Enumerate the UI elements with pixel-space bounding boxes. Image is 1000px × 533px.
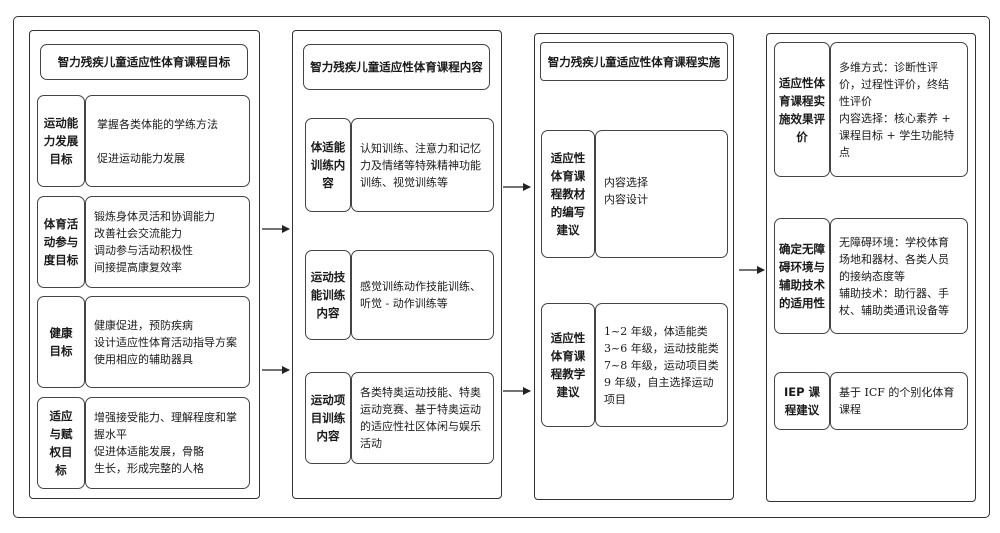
goal-desc-2: 锻炼身体灵活和协调能力 改善社会交流能力 调动参与活动积极性 间接提高康复效率 [85,196,250,288]
goal-2-line: 调动参与活动积极性 [94,244,193,257]
impl-2-line: 9 年级，自主选择运动项目 [604,375,714,406]
impl-2-line: 3~6 年级，运动技能类 [604,341,719,355]
goal-3-line: 设计适应性体育活动指导方案 [94,335,237,349]
outer-frame [13,16,990,518]
content-2-text: 感觉训练动作技能训练、听觉 - 动作训练等 [360,280,481,310]
content-desc-3: 各类特奥运动技能、特奥运动竞赛、基于特奥运动的适应性社区体闲与娱乐活动 [351,372,494,464]
impl-desc-2: 1~2 年级，体适能类 3~6 年级，运动技能类 7~8 年级，运动项目类 9 … [595,303,728,427]
goal-4-line: 增强接受能力、理解程度和掌握水平 [94,411,237,441]
goal-2-line: 改善社会交流能力 [94,227,182,240]
impl-1-line: 内容设计 [604,193,648,206]
goals-title: 智力残疾儿童适应性体育课程目标 [40,44,248,80]
goal-2-line: 锻炼身体灵活和协调能力 [94,210,215,223]
content-desc-2: 感觉训练动作技能训练、听觉 - 动作训练等 [351,250,494,340]
content-label-3: 运动项目训练内容 [305,372,351,464]
eval-label-2: 确定无障碍环境与辅助技术的适用性 [774,218,830,334]
goal-desc-4: 增强接受能力、理解程度和掌握水平 促进体适能发展，骨骼生长，形成完整的人格 [85,397,250,489]
impl-2-line: 1~2 年级，体适能类 [604,324,708,338]
eval-desc-3: 基于 ICF 的个别化体育课程 [830,372,968,430]
goal-1-line: 掌握各类体能的学练方法 [97,117,218,131]
implementation-title: 智力残疾儿童适应性体育课程实施 [540,42,728,81]
content-title: 智力残疾儿童适应性体育课程内容 [303,44,490,90]
eval-3-line: 基于 ICF 的个别化体育课程 [839,386,955,416]
impl-label-2: 适应性体育课程教学建议 [541,303,595,427]
eval-2-line: 辅助技术：助行器、手杖、辅助类通讯设备等 [839,286,949,317]
goal-label-3: 健康目标 [37,296,85,388]
goal-desc-3: 健康促进，预防疾病 设计适应性体育活动指导方案 使用相应的辅助器具 [85,296,250,388]
goal-label-1: 运动能力发展目标 [37,95,85,187]
impl-desc-1: 内容选择 内容设计 [595,130,728,258]
goal-1-line: 促进运动能力发展 [97,151,185,165]
content-label-2: 运动技能训练内容 [305,250,351,340]
eval-desc-2: 无障碍环境：学校体育场地和器材、各类人员的接纳态度等 辅助技术：助行器、手杖、辅… [830,218,968,334]
goal-4-line: 促进体适能发展，骨骼生长，形成完整的人格 [94,445,204,475]
eval-label-3: IEP 课程建议 [774,372,830,430]
goal-desc-1: 掌握各类体能的学练方法 促进运动能力发展 [85,95,250,187]
goal-label-2: 体育活动参与度目标 [37,196,85,288]
content-label-1: 体适能训练内容 [305,118,351,212]
eval-1-line: 内容选择：核心素养 + 课程目标 + 学生功能特点 [839,111,955,159]
goal-2-line: 间接提高康复效率 [94,261,182,274]
eval-desc-1: 多维方式：诊断性评价，过程性评价，终结性评价 内容选择：核心素养 + 课程目标 … [830,42,968,177]
impl-1-line: 内容选择 [604,176,648,189]
impl-label-1: 适应性体育课程教材的编写建议 [541,130,595,258]
eval-2-line: 无障碍环境：学校体育场地和器材、各类人员的接纳态度等 [839,235,949,283]
impl-2-line: 7~8 年级，运动项目类 [604,358,719,372]
goal-3-line: 健康促进，预防疾病 [94,318,193,332]
content-3-text: 各类特奥运动技能、特奥运动竞赛、基于特奥运动的适应性社区体闲与娱乐活动 [360,386,481,450]
content-1-text: 认知训练、注意力和记忆力及情绪等特殊精神功能训练、视觉训练等 [360,141,481,189]
goal-3-line: 使用相应的辅助器具 [94,352,193,366]
implementation-panel [534,33,734,500]
goal-label-4: 适应与赋权目标 [37,397,85,489]
eval-1-line: 多维方式：诊断性评价，过程性评价，终结性评价 [839,60,949,108]
eval-label-1: 适应性体育课程实施效果评价 [774,42,830,177]
content-desc-1: 认知训练、注意力和记忆力及情绪等特殊精神功能训练、视觉训练等 [351,118,494,212]
